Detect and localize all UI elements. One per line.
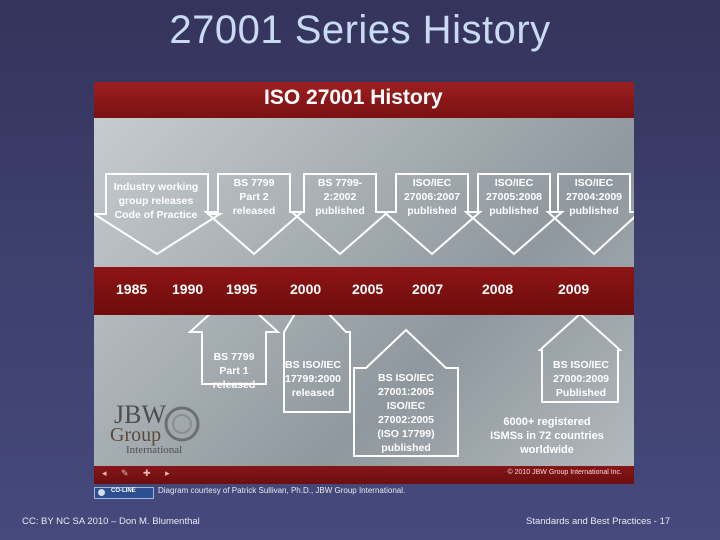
diagram-header: ISO 27001 History xyxy=(94,82,634,118)
year-label: 2000 xyxy=(290,281,322,297)
event-label-bottom: BS 7799 Part 1 released xyxy=(212,351,256,391)
event-label-bottom: BS ISO/IEC 27000:2009 Published xyxy=(552,359,610,399)
timeline-arrows xyxy=(94,173,634,457)
diagram-footer-bar: ◂ ✎ ✚ ▸ © 2010 JBW Group International I… xyxy=(94,466,634,484)
year-label: 2005 xyxy=(352,281,384,297)
nav-icons: ◂ ✎ ✚ ▸ xyxy=(102,468,176,478)
event-label-bottom: BS ISO/IEC 17799:2000 released xyxy=(284,359,342,399)
slide-title: 27001 Series History xyxy=(169,8,551,52)
diagram-credit: Diagram courtesy of Patrick Sullivan, Ph… xyxy=(158,486,406,495)
year-label: 2007 xyxy=(412,281,444,297)
event-label-top: Industry working group releases Code of … xyxy=(113,181,199,221)
event-label-top: BS 7799- 2:2002 published xyxy=(315,177,365,217)
logo-swirl-icon xyxy=(164,406,200,442)
logo-text: International xyxy=(126,444,183,456)
arrow-top-4 xyxy=(381,173,483,256)
cc-badge: CO-LINE xyxy=(94,487,154,499)
logo-text: Group xyxy=(110,424,162,446)
history-diagram: ISO 27001 History 1985 1990 1995 2000 20… xyxy=(94,82,634,484)
logo-text: JBW xyxy=(114,400,166,429)
isms-note: 6000+ registered ISMSs in 72 countries w… xyxy=(490,416,604,456)
year-label: 1985 xyxy=(116,281,148,297)
event-label-top: ISO/IEC 27005:2008 published xyxy=(485,177,543,217)
arrow-top-1 xyxy=(94,173,224,256)
event-label-bottom: BS ISO/IEC 27001:2005 ISO/IEC 27002:2005… xyxy=(377,372,435,454)
badge-icon xyxy=(98,489,105,496)
footer-right: Standards and Best Practices - 17 xyxy=(526,516,671,527)
event-label-top: ISO/IEC 27004:2009 published xyxy=(565,177,623,217)
year-label: 1995 xyxy=(226,281,258,297)
timeline-bar: 1985 1990 1995 2000 2005 2007 2008 2009 xyxy=(94,267,634,315)
year-label: 2009 xyxy=(558,281,590,297)
year-label: 1990 xyxy=(172,281,204,297)
arrow-top-2 xyxy=(203,173,305,256)
jbw-logo: JBW Group International xyxy=(100,400,210,460)
badge-text: CO-LINE xyxy=(111,488,136,494)
diagram-title: ISO 27001 History xyxy=(264,86,443,109)
arrow-bottom-4 xyxy=(537,312,623,403)
arrow-top-5 xyxy=(463,173,565,256)
event-label-top: ISO/IEC 27006:2007 published xyxy=(403,177,461,217)
year-label: 2008 xyxy=(482,281,514,297)
copyright: © 2010 JBW Group International Inc. xyxy=(507,469,623,476)
event-label-top: BS 7799 Part 2 released xyxy=(232,177,276,217)
arrow-top-3 xyxy=(289,173,391,256)
arrow-top-6 xyxy=(545,173,634,256)
footer-left: CC: BY NC SA 2010 – Don M. Blumenthal xyxy=(22,516,200,527)
arrow-bottom-3 xyxy=(353,328,459,457)
